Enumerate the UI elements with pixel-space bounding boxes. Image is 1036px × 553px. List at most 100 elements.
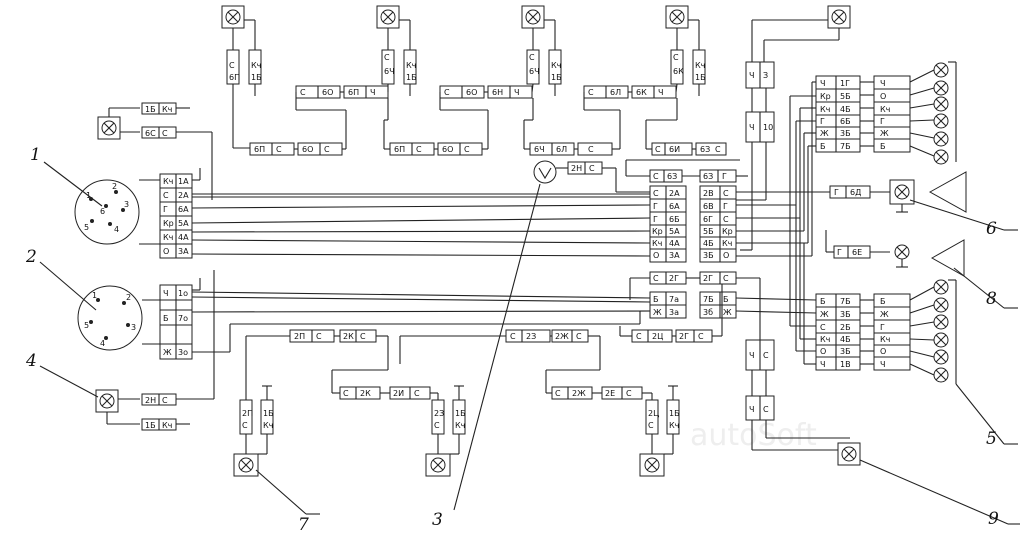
left-lamp-bottom: 2Н С 1Б Кч: [95, 270, 215, 431]
callout-9: 9: [988, 509, 999, 529]
upper-wire-tags: С 6О 6П Ч С 6О 6Н Ч С 6Л 6К Ч 6П С 6О С …: [249, 83, 727, 156]
conn1-color: О: [163, 247, 169, 256]
vert-tag: С: [763, 351, 769, 360]
center-tag: С: [723, 215, 729, 224]
rtb-tag: Кч: [820, 105, 830, 114]
chain-tag: 2З: [526, 332, 536, 341]
rbb-tag: 2Б: [840, 323, 851, 332]
center-tag: 3б: [703, 308, 713, 317]
chain-tag: 2И: [393, 389, 404, 398]
rbb-tag: 7Б: [840, 297, 851, 306]
top-lamp-1: С 6П Кч 1Б: [221, 5, 262, 149]
conn1-color: Кч: [163, 233, 173, 242]
rtb-tag: Кр: [820, 92, 831, 101]
watermark: autoSoft: [690, 418, 817, 453]
wire-tag: 6П: [394, 145, 405, 154]
center-tag: 2Г: [669, 274, 679, 283]
wire-tag: Ч: [370, 88, 375, 97]
center-tag: С: [653, 189, 659, 198]
top-lamp-2-label: 1Б: [406, 73, 417, 82]
vert-tag: Ч: [749, 405, 754, 414]
conn1-pin: 6: [100, 207, 105, 216]
center-tag: С: [723, 189, 729, 198]
callout-2: 2: [25, 247, 37, 267]
center-tag: 3Б: [703, 251, 714, 260]
top-lamp-3-label: Кч: [551, 61, 561, 70]
wire-tag: 6Ч: [534, 145, 545, 154]
right-top-block: Ч 1Г Ч Кр 5Б О Кч 4Б Кч Г 6Б Г Ж 3Б Ж Б …: [815, 61, 957, 162]
rtb-tag: 1Г: [840, 79, 850, 88]
chain-tag: 2Г: [679, 332, 689, 341]
bulb-icon: [933, 113, 949, 129]
rtb-tag: Кч: [880, 105, 890, 114]
center-tag: 6З: [703, 172, 713, 181]
top-lamp-4-label: 1Б: [695, 73, 706, 82]
center-tag: 3А: [669, 251, 680, 260]
bottom-chain-3: С 2Ц 2Г С: [619, 284, 723, 343]
conn1-code: 1А: [178, 177, 189, 186]
chain-tag: 2Ц: [652, 332, 663, 341]
plug-6-label: Г: [834, 188, 839, 197]
rtb-tag: 6Б: [840, 117, 851, 126]
left-lamp-top: 1Б Кч 6С С: [97, 102, 213, 200]
chain-tag: С: [636, 332, 642, 341]
callout-6: 6: [986, 219, 997, 239]
vert-tag: Ч: [749, 351, 754, 360]
center-tag: Кр: [722, 227, 733, 236]
conn1-color: Кч: [163, 177, 173, 186]
conn1-code: 3А: [178, 247, 189, 256]
rbb-tag: Б: [880, 297, 886, 306]
chain-tag: 2П: [242, 409, 253, 418]
top-lamp-4-label: 6К: [673, 67, 684, 76]
conn2-code: 3о: [178, 348, 188, 357]
chain-tag: 2З: [434, 409, 444, 418]
center-tag: Ж: [723, 308, 732, 317]
rbb-tag: 1В: [840, 360, 851, 369]
center-tag: О: [723, 251, 729, 260]
conn2-pin: 3: [131, 323, 136, 332]
top-lamp-2-label: С: [384, 53, 390, 62]
sensor-v: 2Н С: [533, 160, 650, 193]
top-lamp-1-label: Кч: [251, 61, 261, 70]
center-tag: 2В: [703, 189, 714, 198]
rbb-tag: 3Б: [840, 310, 851, 319]
conn1-pin: 5: [84, 223, 89, 232]
center-harness-block: С 6З 6З Г С 2А 2В С Г 6А 6В Г Г 6Б 6Г С …: [649, 169, 737, 319]
chain-tag: С: [434, 421, 440, 430]
center-tag: 5А: [669, 227, 680, 236]
center-tag: 5Б: [703, 227, 714, 236]
bulb-icon: [933, 96, 949, 112]
left-lamp-bottom-label: 1Б: [145, 421, 156, 430]
left-lamp-bottom-label: 2Н: [145, 396, 156, 405]
chain-tag: 1Б: [455, 409, 466, 418]
chain-tag: Кч: [263, 421, 273, 430]
conn2-color: Ж: [163, 348, 172, 357]
wire-tag: 6П: [348, 88, 359, 97]
rbb-tag: Ч: [820, 360, 825, 369]
center-tag: Г: [653, 215, 658, 224]
conn1-pin: 4: [114, 225, 119, 234]
conn1-color: С: [163, 191, 169, 200]
bulb-icon: [933, 279, 949, 295]
wire-tag: С: [655, 145, 661, 154]
callout-4: 4: [25, 351, 37, 371]
conn2-pin: 2: [126, 293, 131, 302]
bulb-icon: [933, 131, 949, 147]
wire-tag: 6О: [442, 145, 453, 154]
bulb-icon: [933, 332, 949, 348]
center-tag: 7Б: [703, 295, 714, 304]
left-lamp-bottom-label: Кч: [162, 421, 172, 430]
wire-tag: 6К: [636, 88, 647, 97]
center-tag: Г: [723, 202, 728, 211]
rbb-tag: 4Б: [840, 335, 851, 344]
top-lamp-2: С 6Ч Кч 1Б: [376, 5, 417, 96]
wire-tag: С: [715, 145, 721, 154]
center-tag: С: [653, 172, 659, 181]
bulb-icon: [933, 367, 949, 383]
rtb-tag: Г: [880, 117, 885, 126]
chain-tag: 2Ц: [648, 409, 659, 418]
wire-tag: 6Н: [492, 88, 503, 97]
center-tag: 6А: [669, 202, 680, 211]
wire-tag: 6П: [254, 145, 265, 154]
wire-tag: С: [276, 145, 282, 154]
